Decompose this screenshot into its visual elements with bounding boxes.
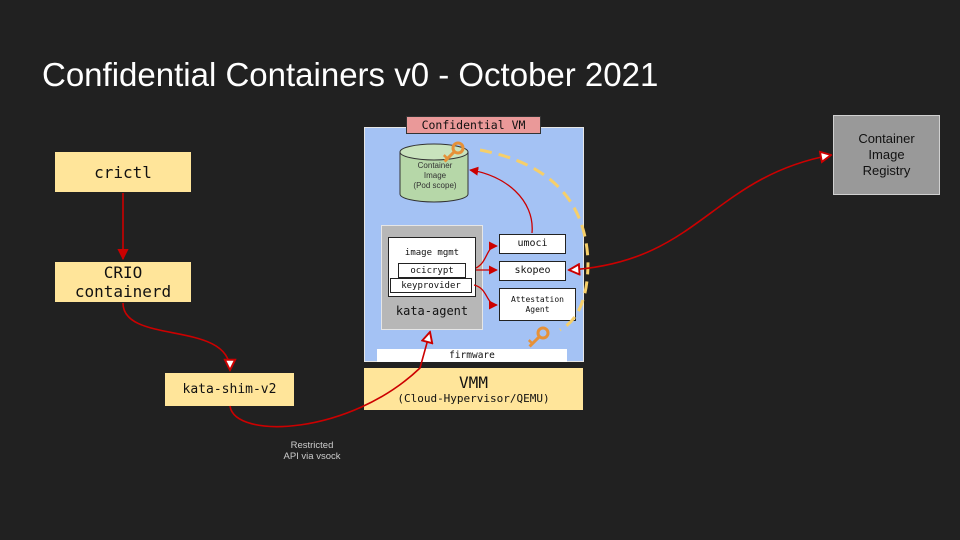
keyprovider-box: keyprovider [390,278,472,293]
arrow-crio-to-kata-shim [122,302,230,370]
firmware-label: firmware [449,350,495,361]
ocicrypt-label: ocicrypt [410,265,454,276]
confidential-vm-label: Confidential VM [406,116,541,134]
arrow-skopeo-registry [569,155,831,270]
attestation-agent-label: Attestation Agent [511,294,564,314]
attestation-agent-box: Attestation Agent [499,288,576,321]
vmm-box: VMM (Cloud-Hypervisor/QEMU) [364,368,583,410]
container-image-registry-label: Container Image Registry [858,131,915,178]
vmm-title: VMM [459,372,488,392]
kata-agent-label: kata-agent [395,304,469,318]
kata-shim-label: kata-shim-v2 [182,382,277,397]
crictl-box: crictl [55,152,191,192]
firmware-box: firmware [377,349,567,362]
skopeo-box: skopeo [499,261,566,281]
vsock-caption: Restricted API via vsock [283,440,341,462]
slide-title: Confidential Containers v0 - October 202… [42,56,659,93]
ocicrypt-box: ocicrypt [398,263,466,278]
crio-containerd-box: CRIO containerd [55,262,191,302]
umoci-label: umoci [517,238,548,249]
crictl-label: crictl [94,162,152,182]
skopeo-label: skopeo [514,265,551,276]
container-image-registry-box: Container Image Registry [833,115,940,195]
vmm-subtitle: (Cloud-Hypervisor/QEMU) [397,391,550,405]
keyprovider-label: keyprovider [401,280,461,291]
crio-containerd-label: CRIO containerd [74,263,172,301]
container-image-label: Container Image (Pod scope) [413,161,457,190]
image-mgmt-label: image mgmt [404,248,460,258]
umoci-box: umoci [499,234,566,254]
kata-shim-box: kata-shim-v2 [165,373,294,406]
